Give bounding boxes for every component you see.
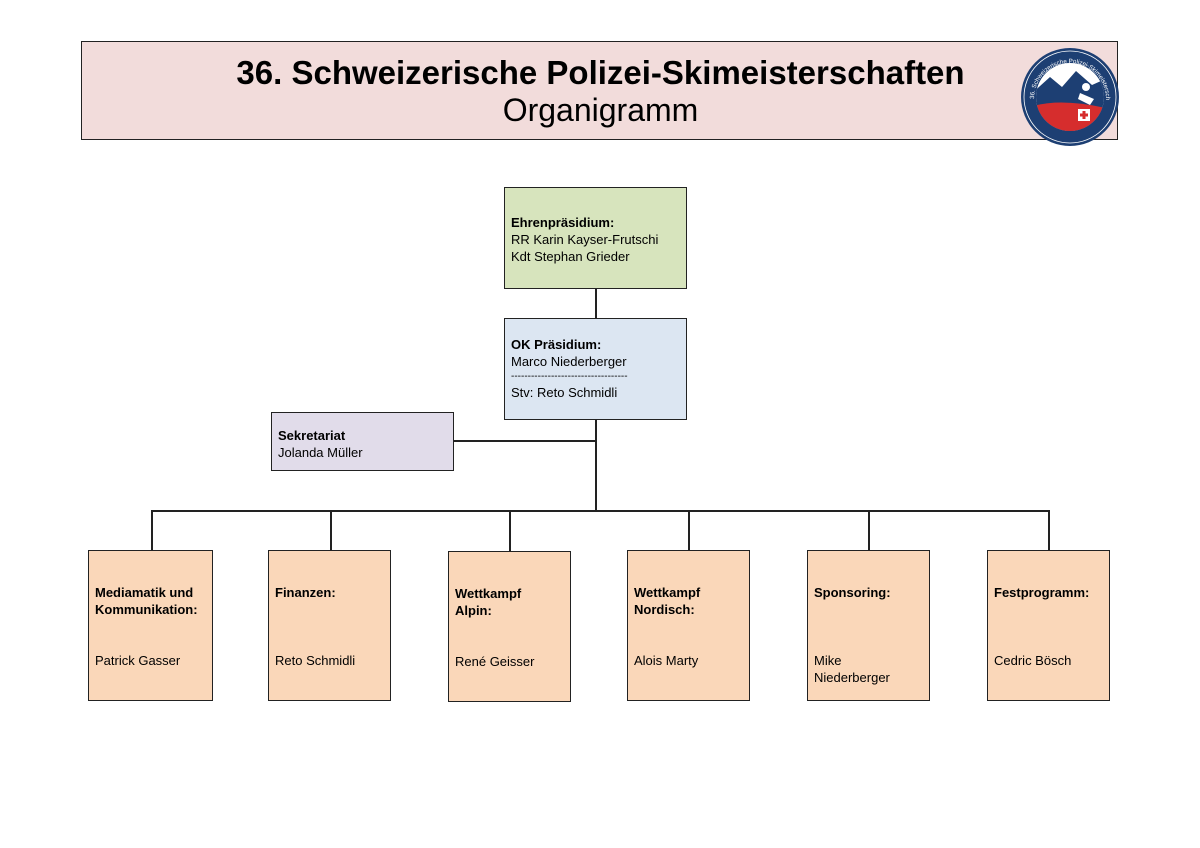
ehrenpraesidium-box: Ehrenpräsidium: RR Karin Kayser-Frutschi… [504,187,687,289]
connector [868,510,870,551]
ehrenpraesidium-line1: RR Karin Kayser-Frutschi [511,232,659,247]
department-person: Mike Niederberger [814,653,890,685]
department-heading: Finanzen: [275,585,336,600]
department-box-finanzen: Finanzen: Reto Schmidli [268,550,391,701]
department-heading: Wettkampf Alpin: [455,586,522,618]
ok-praesidium-line1: Marco Niederberger [511,354,627,369]
header-banner: 36. Schweizerische Polizei-Skimeistersch… [81,41,1118,140]
connector [595,289,597,319]
department-heading: Mediamatik und Kommunikation: [95,585,198,617]
department-box-wettkampf-nordisch: Wettkampf Nordisch: Alois Marty [627,550,750,701]
sekretariat-line1: Jolanda Müller [278,445,363,460]
department-box-festprogramm: Festprogramm: Cedric Bösch [987,550,1110,701]
department-heading: Wettkampf Nordisch: [634,585,701,617]
department-person: Reto Schmidli [275,653,356,668]
page-subtitle: Organigramm [502,92,699,128]
ehrenpraesidium-line2: Kdt Stephan Grieder [511,249,630,264]
sekretariat-box: Sekretariat Jolanda Müller [271,412,454,471]
department-person: Patrick Gasser [95,653,181,668]
page-title: 36. Schweizerische Polizei-Skimeistersch… [236,54,965,91]
ok-praesidium-line2: Stv: Reto Schmidli [511,385,618,400]
connector [688,510,690,551]
ok-praesidium-heading: OK Präsidium: [511,337,602,352]
department-heading: Sponsoring: [814,585,891,600]
department-box-mediamatik: Mediamatik und Kommunikation: Patrick Ga… [88,550,213,701]
connector [151,510,1049,512]
department-person: Alois Marty [634,653,699,668]
connector [1048,510,1050,551]
ok-praesidium-separator: ----------------------------------- [511,371,628,382]
department-person: René Geisser [455,654,535,669]
connector [330,510,332,551]
ok-praesidium-box: OK Präsidium: Marco Niederberger -------… [504,318,687,420]
department-person: Cedric Bösch [994,653,1072,668]
event-logo: 36. Schweizerische Polizei-Skimeistersch… [1020,47,1119,146]
department-box-wettkampf-alpin: Wettkampf Alpin: René Geisser [448,551,571,702]
connector [595,420,597,511]
ehrenpraesidium-heading: Ehrenpräsidium: [511,215,615,230]
connector [509,510,511,552]
department-heading: Festprogramm: [994,585,1090,600]
connector [454,440,596,442]
department-box-sponsoring: Sponsoring: Mike Niederberger [807,550,930,701]
sekretariat-heading: Sekretariat [278,428,346,443]
connector [151,510,153,551]
